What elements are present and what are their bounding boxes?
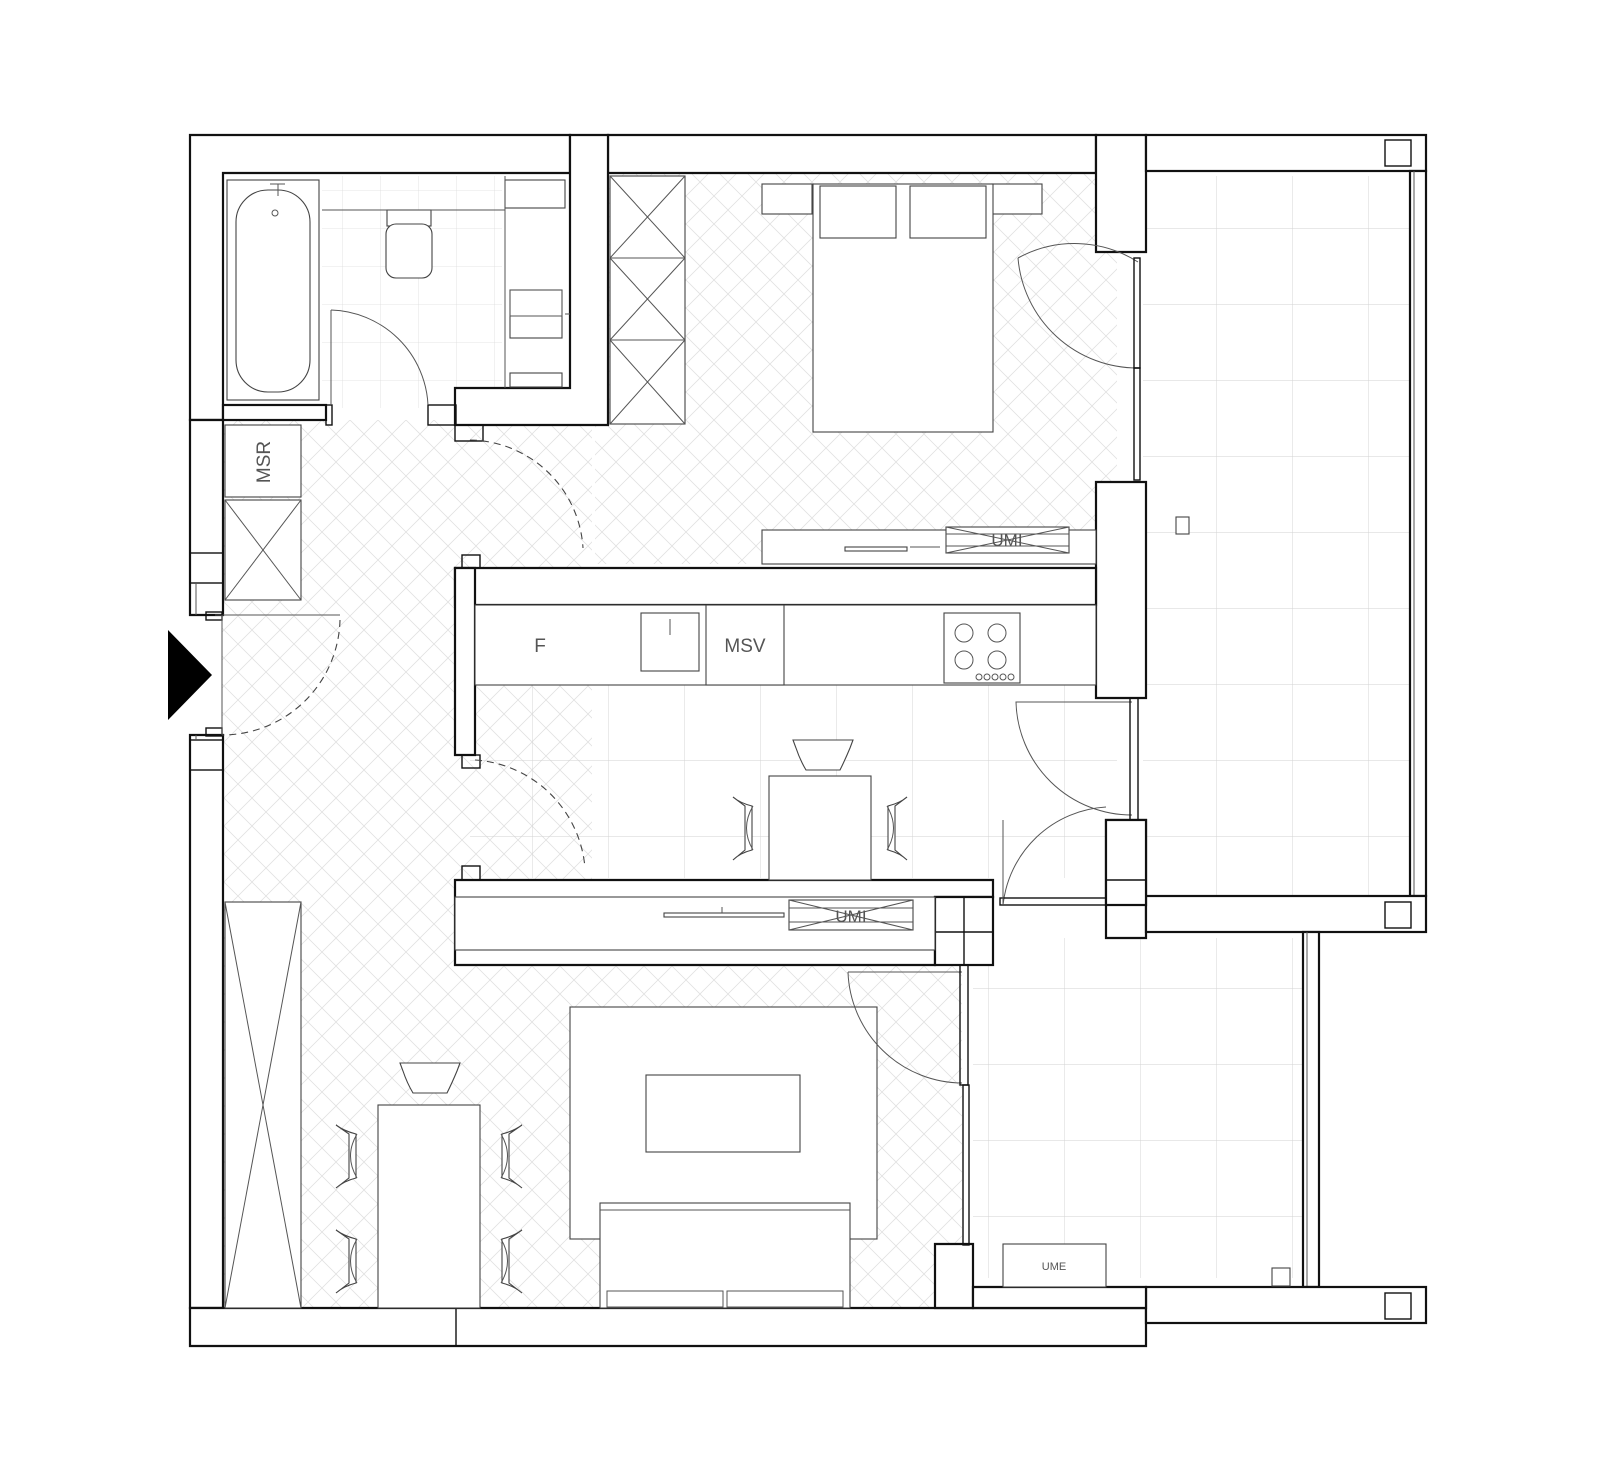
- terrace-lower-bottom-parapet: [1144, 1285, 1428, 1325]
- kitchen-door-swing: [474, 759, 586, 869]
- balcony-door-swing-bedroom: [1017, 243, 1139, 369]
- toilet-bowl: [385, 223, 433, 279]
- kitchen-balcony-door-swing: [1015, 701, 1133, 816]
- living-room: UMI UME: [224, 896, 1107, 1309]
- west-wall-lower: [188, 733, 225, 1310]
- sofa: [599, 1202, 851, 1309]
- pillow-left: [819, 185, 897, 239]
- kitchen: F MSV: [474, 604, 1139, 906]
- south-wall: [188, 1306, 1148, 1348]
- terrace-upper-bottom-parapet: [1144, 894, 1428, 934]
- terrace-post-se: [1384, 1292, 1412, 1320]
- door-jamb: [427, 404, 457, 426]
- dining-chairs: [335, 1062, 523, 1294]
- east-pier-top: [1094, 133, 1148, 254]
- door-jamb: [325, 404, 333, 426]
- kitchen-east-box: [1104, 818, 1148, 907]
- terrace-lower-east-rail: [1301, 930, 1321, 1289]
- tv-bedroom: [844, 546, 908, 552]
- terrace-post-ne: [1384, 139, 1412, 167]
- burner: [954, 650, 974, 670]
- balcony-door-leaf: [1129, 697, 1139, 821]
- pillow-right: [909, 185, 987, 239]
- umi-label-hall: UMI: [835, 907, 866, 926]
- msv-label: MSV: [724, 636, 766, 657]
- door-jamb: [461, 754, 481, 769]
- dining-table: [377, 1104, 481, 1309]
- nightstand-right: [991, 183, 1043, 215]
- terrace-parapets: [971, 133, 1428, 1325]
- terrace-fixture-lower: [1271, 1267, 1291, 1287]
- ume-unit: [1002, 1243, 1107, 1288]
- window-glazing: [1133, 367, 1141, 481]
- terrace-post-e: [1384, 901, 1412, 929]
- umi-label-bedroom: UMI: [991, 531, 1022, 550]
- living-balcony-door-swing: [1002, 806, 1107, 906]
- bathroom: [221, 133, 610, 442]
- window-glazing: [999, 897, 1107, 906]
- west-windows: [189, 552, 224, 771]
- fridge-label: F: [534, 636, 546, 657]
- door-jamb: [461, 865, 481, 881]
- door-jamb: [461, 554, 481, 569]
- coffee-table: [645, 1074, 801, 1153]
- terrace-lower-south-wall: [971, 1285, 1148, 1310]
- bedroom-door-swing: [469, 439, 584, 549]
- burner: [954, 623, 974, 643]
- entrance-arrow-icon: [168, 630, 212, 720]
- outer-walls: [188, 133, 1148, 1348]
- msr-cabinet: [224, 424, 302, 498]
- terrace-upper-east-rail: [1408, 169, 1428, 898]
- wardrobe: [609, 175, 686, 425]
- terrace-door-swing: [847, 971, 963, 1084]
- kitchen-chairs: [732, 739, 908, 861]
- living-east-column: [933, 1242, 975, 1310]
- tv-living: [663, 912, 785, 918]
- door-jamb: [454, 424, 484, 442]
- bathroom-south-stub: [221, 403, 328, 422]
- sink: [509, 289, 563, 339]
- bathroom-door-swing: [330, 309, 429, 406]
- entry: MSR: [168, 424, 341, 737]
- cooktop: [943, 612, 1021, 684]
- burner: [987, 623, 1007, 643]
- terrace-lower-floor: [973, 938, 1303, 1278]
- kitchen-west-wall: [453, 566, 477, 757]
- bedroom: UMI: [469, 175, 1141, 565]
- rug: [569, 1006, 878, 1240]
- terrace-fixture: [1175, 516, 1190, 535]
- terrace-upper-top-parapet: [1144, 133, 1428, 173]
- msr-label: MSR: [254, 441, 275, 483]
- dishwasher: [705, 604, 785, 686]
- balcony-door-leaf: [1133, 257, 1141, 369]
- kitchen-table: [768, 775, 872, 881]
- window-glazing: [962, 1084, 970, 1246]
- west-wall-upper: [188, 418, 225, 617]
- window-jamb: [189, 552, 224, 584]
- washer-cabinet: [504, 179, 566, 209]
- bedroom-kitchen-wall: [453, 566, 1098, 607]
- bathtub-basin: [235, 189, 311, 393]
- burner: [987, 650, 1007, 670]
- ume-label: UME: [1042, 1261, 1066, 1273]
- tall-wardrobe: [224, 901, 302, 1309]
- entry-door-swing: [221, 619, 341, 736]
- nightstand-left: [761, 183, 813, 215]
- east-pier-mid: [1094, 480, 1148, 700]
- terrace-upper-floor: [1143, 176, 1415, 896]
- north-wall-right: [606, 133, 1098, 175]
- window-jamb: [189, 739, 224, 771]
